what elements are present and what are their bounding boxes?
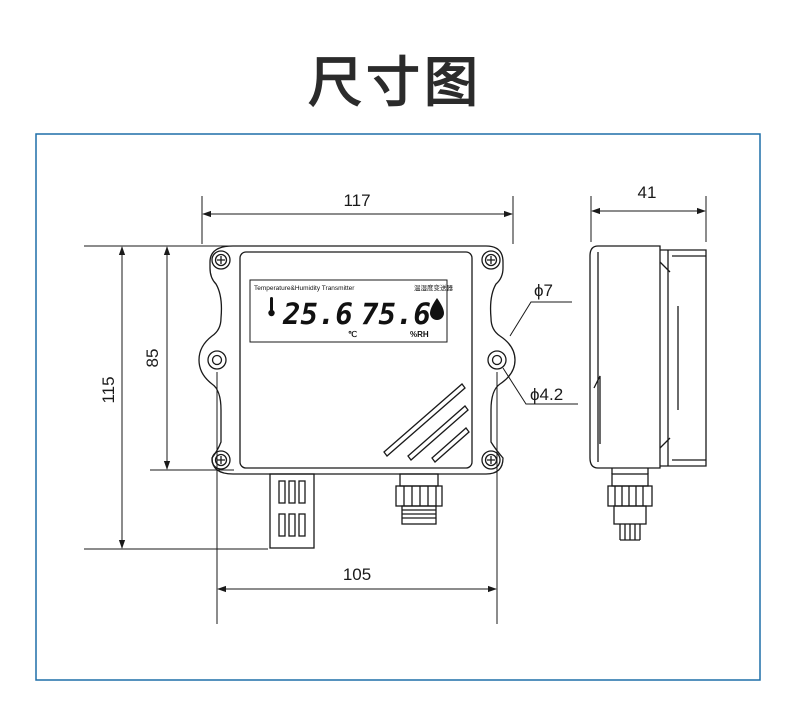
hole-large-label: ϕ7 xyxy=(534,281,553,300)
dim-85-label: 85 xyxy=(143,349,162,368)
device-body xyxy=(239,251,473,469)
screw-bottom-right xyxy=(481,450,501,470)
mount-hole-right xyxy=(487,350,507,370)
decorative-grooves xyxy=(383,383,470,463)
lcd-label-cn: 温湿度变送器 xyxy=(414,283,454,292)
hole-small-label: ϕ4.2 xyxy=(530,385,563,404)
lcd-label-en: Temperature&Humidity Transmitter xyxy=(254,285,355,292)
lcd-window xyxy=(249,279,448,343)
leader-phi7 xyxy=(509,301,572,337)
humidity-reading: 75.6 xyxy=(361,297,431,331)
screw-bottom-left xyxy=(211,450,231,470)
lcd-content: Temperature&Humidity Transmitter 温湿度变送器 … xyxy=(254,283,454,339)
temperature-unit: ℃ xyxy=(348,330,357,339)
side-body xyxy=(589,245,661,469)
thermometer-icon xyxy=(268,297,275,317)
dimension-lines xyxy=(84,196,707,624)
screw-top-right xyxy=(481,250,501,270)
dim-105-label: 105 xyxy=(343,565,371,584)
water-drop-icon xyxy=(430,298,444,320)
humidity-unit: %RH xyxy=(410,330,429,339)
drawing-frame xyxy=(35,133,761,681)
side-gland xyxy=(611,473,649,487)
temperature-reading: 25.6 xyxy=(282,297,353,331)
cable-gland xyxy=(395,473,443,525)
front-view xyxy=(198,245,516,549)
dim-41-label: 41 xyxy=(638,183,657,202)
side-lid xyxy=(660,249,707,467)
side-view xyxy=(589,245,707,541)
dimension-labels: 117 105 115 85 41 ϕ7 ϕ4.2 xyxy=(99,183,656,584)
dim-115-label: 115 xyxy=(99,376,118,403)
sensor-probe xyxy=(269,473,315,549)
mount-hole-left xyxy=(207,350,227,370)
dim-117-label: 117 xyxy=(343,191,370,210)
leader-phi42 xyxy=(502,367,578,405)
page-title: 尺寸图 xyxy=(308,51,482,114)
device-flange-outline xyxy=(198,245,516,475)
screw-top-left xyxy=(211,250,231,270)
